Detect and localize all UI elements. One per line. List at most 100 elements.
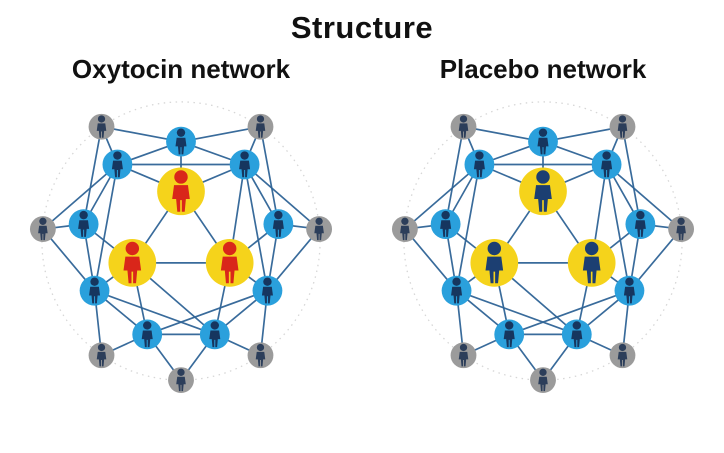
figure-title: Structure [290, 10, 434, 45]
network-node-outer [450, 342, 477, 369]
person-icon [458, 115, 469, 138]
network-node-member [494, 319, 525, 350]
person-icon [534, 170, 552, 212]
network-node-outer [88, 342, 115, 369]
person-icon [676, 217, 686, 241]
network-node-outer [530, 367, 556, 394]
networks-row: Oxytocin network Placebo network [0, 52, 724, 397]
network-node-member [561, 319, 592, 350]
network-edge [455, 163, 481, 292]
network-node-member [464, 149, 495, 180]
person-icon [220, 241, 239, 284]
person-icon [538, 368, 548, 392]
network-node-member [263, 209, 294, 240]
person-icon [261, 277, 273, 304]
network-node-outer [168, 367, 194, 394]
network-node-central [108, 239, 157, 287]
person-icon [601, 151, 613, 178]
network-edge [621, 125, 642, 225]
person-icon [634, 210, 646, 237]
network-canvas [29, 101, 333, 394]
person-icon [458, 343, 469, 367]
network-node-member [102, 149, 133, 180]
network-edge [82, 125, 103, 225]
person-icon [571, 321, 583, 348]
person-icon [111, 151, 123, 178]
person-icon [473, 151, 485, 178]
network-node-member [614, 275, 645, 306]
network-edge [243, 163, 320, 230]
person-icon [141, 321, 153, 348]
person-icon [255, 115, 266, 138]
network-node-outer [391, 216, 418, 242]
person-icon [96, 115, 107, 138]
network-node-member [229, 149, 260, 180]
network-edge [605, 163, 631, 292]
network-node-member [68, 209, 99, 240]
network-node-central [470, 239, 519, 287]
network-edge [404, 163, 481, 230]
network-node-member [625, 209, 656, 240]
person-icon [582, 241, 601, 284]
network-node-outer [306, 216, 333, 242]
network-node-central [157, 167, 205, 216]
person-icon [78, 210, 90, 237]
person-icon [617, 343, 628, 367]
network-canvas [391, 101, 695, 394]
network-edge [508, 289, 631, 336]
network-edge [455, 289, 578, 336]
network-node-member [252, 275, 283, 306]
person-icon [96, 343, 107, 367]
network-node-outer [668, 216, 695, 242]
person-icon [239, 151, 251, 178]
network-node-central [519, 167, 567, 216]
person-icon [176, 368, 186, 392]
person-icon [314, 217, 324, 241]
person-icon [172, 170, 190, 212]
network-node-outer [247, 113, 274, 140]
person-icon [89, 277, 101, 304]
person-icon [209, 321, 221, 348]
network-node-outer [609, 113, 636, 140]
network-node-outer [609, 342, 636, 369]
network-edge [444, 125, 465, 225]
person-icon [440, 210, 452, 237]
network-node-outer [247, 342, 274, 369]
network-edge [93, 289, 216, 336]
network-node-outer [450, 113, 477, 140]
network-node-member [591, 149, 622, 180]
network-edge [259, 125, 280, 225]
person-icon [485, 241, 504, 284]
network-node-member [132, 319, 163, 350]
network-edges [42, 125, 320, 381]
network-node-member [441, 275, 472, 306]
network-node-central [205, 239, 254, 287]
network-node-outer [29, 216, 56, 242]
network-node-member [79, 275, 110, 306]
network-node-member [166, 126, 196, 157]
person-icon [537, 128, 549, 155]
person-icon [255, 343, 266, 367]
network-edge [243, 163, 269, 292]
network-panel-placebo: Placebo network [362, 52, 724, 397]
network-panel-oxytocin: Oxytocin network [0, 52, 362, 397]
network-node-member [199, 319, 230, 350]
network-edge [146, 289, 269, 336]
person-icon [451, 277, 463, 304]
network-node-central [567, 239, 616, 287]
network-node-outer [88, 113, 115, 140]
oxytocin-network-diagram [12, 87, 350, 397]
placebo-network-diagram [374, 87, 712, 397]
network-edge [93, 163, 119, 292]
person-icon [123, 241, 142, 284]
person-icon [617, 115, 628, 138]
person-icon [272, 210, 284, 237]
network-edge [605, 163, 682, 230]
network-edges [404, 125, 682, 381]
network-title-oxytocin: Oxytocin network [71, 54, 291, 84]
person-icon [38, 217, 48, 241]
network-edge [42, 163, 119, 230]
network-node-member [430, 209, 461, 240]
person-icon [400, 217, 410, 241]
